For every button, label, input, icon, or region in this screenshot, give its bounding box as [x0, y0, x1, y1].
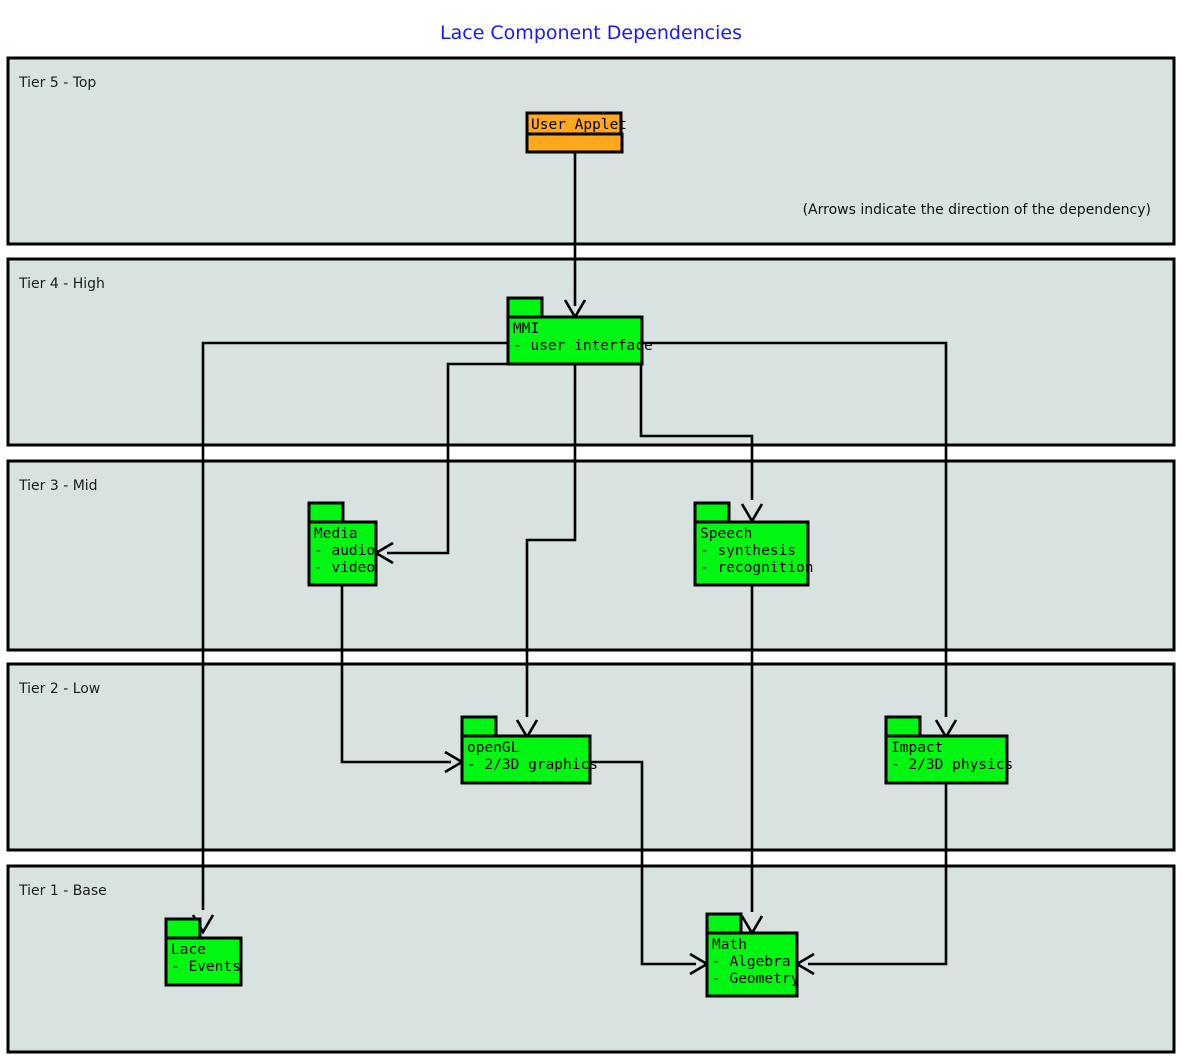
package-label-speech: Speech — [700, 526, 752, 542]
tier-label-tier5: Tier 5 - Top — [18, 75, 96, 91]
package-detail-1-math: - Algebra — [712, 954, 791, 970]
tier-label-tier3: Tier 3 - Mid — [18, 478, 98, 494]
dependency-line-media-to-opengl — [340, 585, 451, 764]
tier-rect-tier3 — [6, 459, 1176, 652]
package-label-mmi: MMI — [513, 321, 539, 337]
dependency-line-mmi-to-speech — [639, 364, 754, 500]
dependency-line-mmi-to-media — [387, 362, 508, 555]
tier-label-tier2: Tier 2 - Low — [18, 681, 100, 697]
page-title: Lace Component Dependencies — [440, 22, 742, 44]
package-tab-impact — [884, 715, 922, 738]
package-body-user-applet — [525, 132, 624, 154]
package-detail-1-speech: - synthesis — [700, 543, 796, 559]
package-body-speech — [693, 520, 810, 587]
package-label-media: Media — [314, 526, 358, 542]
package-label-math: Math — [712, 937, 747, 953]
package-label-lace: Lace — [171, 942, 206, 958]
dependency-line-mmi-to-impact — [641, 341, 948, 717]
package-impact[interactable]: Impact- 2/3D physics — [884, 715, 1013, 785]
dependency-line-impact-to-math — [808, 783, 948, 966]
dependency-line-opengl-to-math — [590, 760, 696, 966]
package-tab-opengl — [460, 715, 498, 738]
tier-group-tier3: Tier 3 - Mid — [6, 459, 1176, 652]
package-detail-2-speech: - recognition — [700, 560, 814, 576]
tier-label-tier4: Tier 4 - High — [18, 276, 105, 292]
package-body-opengl — [460, 734, 592, 785]
package-tab-media — [307, 501, 345, 524]
package-detail-2-math: - Geometry — [712, 971, 800, 987]
package-label-impact: Impact — [891, 740, 943, 756]
arrow-direction-note: (Arrows indicate the direction of the de… — [803, 202, 1151, 218]
package-label-opengl: openGL — [467, 740, 520, 756]
package-mmi[interactable]: MMI- user interface — [506, 296, 653, 366]
package-detail-2-media: - video — [314, 560, 375, 576]
package-body-mmi — [506, 315, 644, 366]
package-math[interactable]: Math- Algebra- Geometry — [705, 912, 800, 998]
package-detail-1-mmi: - user interface — [513, 338, 653, 354]
dependency-line-mmi-to-lace — [201, 341, 508, 910]
package-detail-1-lace: - Events — [171, 959, 241, 975]
package-body-media — [307, 520, 378, 587]
package-user-applet[interactable]: User Applet — [525, 111, 627, 154]
package-body-math — [705, 931, 799, 998]
package-detail-1-opengl: - 2/3D graphics — [467, 757, 598, 773]
package-tab-math — [705, 912, 743, 935]
package-body-lace — [164, 936, 243, 987]
package-speech[interactable]: Speech- synthesis- recognition — [693, 501, 814, 587]
package-detail-1-impact: - 2/3D physics — [891, 757, 1013, 773]
package-tab-lace — [164, 917, 202, 940]
tier-label-tier1: Tier 1 - Base — [18, 883, 107, 899]
package-lace[interactable]: Lace- Events — [164, 917, 243, 987]
dependency-line-mmi-to-opengl — [525, 364, 577, 717]
package-opengl[interactable]: openGL- 2/3D graphics — [460, 715, 598, 785]
package-tab-mmi — [506, 296, 544, 319]
package-label-user-applet: User Applet — [531, 117, 627, 133]
package-tab-speech — [693, 501, 731, 524]
package-media[interactable]: Media- audio- video — [307, 501, 378, 587]
package-body-impact — [884, 734, 1009, 785]
package-detail-1-media: - audio — [314, 543, 375, 559]
